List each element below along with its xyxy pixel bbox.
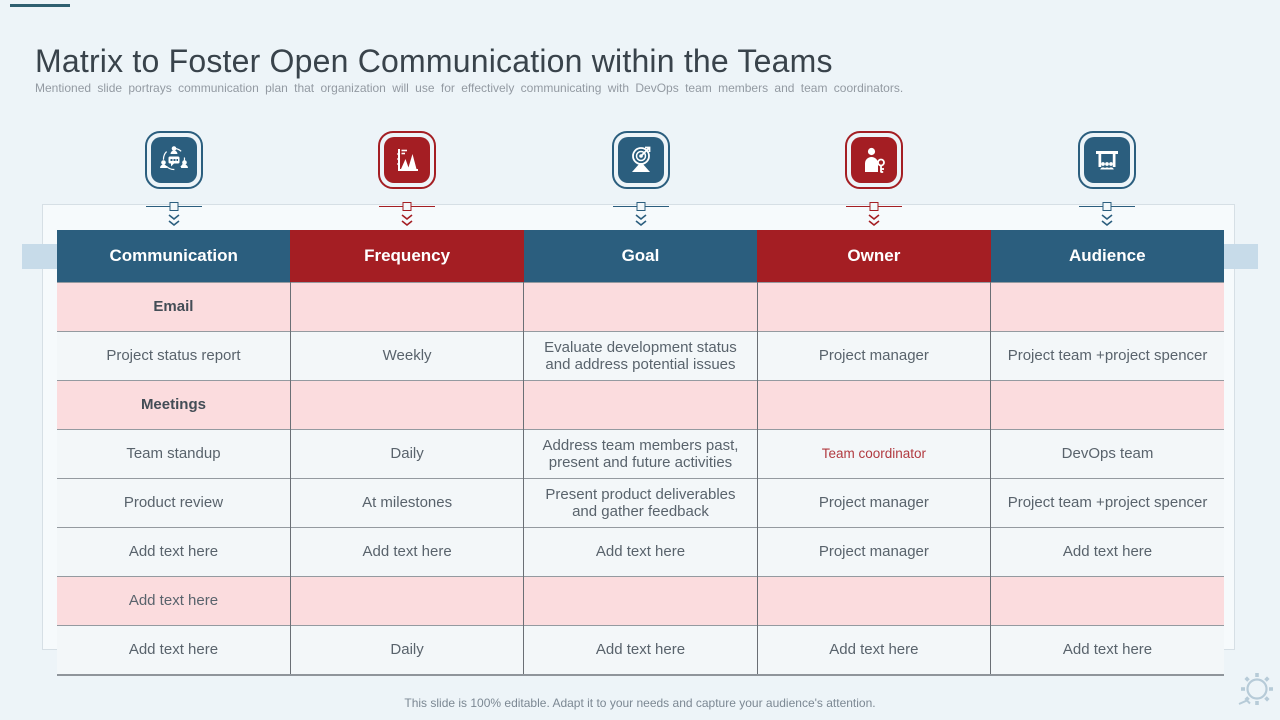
table-cell: Evaluate development status and address … — [523, 331, 758, 381]
table-cell — [290, 380, 525, 430]
table-cell: Project manager — [757, 331, 992, 381]
table-cell — [523, 380, 758, 430]
table-cell: Project status report — [57, 331, 291, 381]
table-cell: Add text here — [57, 527, 291, 577]
icon-cell-frequency — [290, 131, 523, 231]
goal-target-icon — [611, 131, 670, 189]
footer-note: This slide is 100% editable. Adapt it to… — [404, 696, 876, 710]
column-header-goal: Goal — [523, 230, 758, 283]
table-cell: Add text here — [523, 625, 758, 676]
accent-line — [10, 4, 70, 7]
icon-cell-owner — [757, 131, 990, 231]
chevron-down-icon — [635, 214, 647, 227]
table-cell: Add text here — [523, 527, 758, 577]
table-cell: Add text here — [990, 527, 1224, 577]
audience-presentation-icon — [1078, 131, 1137, 189]
page-subtitle: Mentioned slide portrays communication p… — [35, 81, 904, 95]
table-cell — [757, 576, 992, 626]
table-cell — [990, 576, 1224, 626]
chevron-down-icon — [868, 214, 880, 227]
chevron-down-icon — [401, 214, 413, 227]
frequency-chart-icon — [378, 131, 437, 189]
chevron-down-icon — [1101, 214, 1113, 227]
gear-icon — [1238, 673, 1273, 705]
owner-key-icon — [844, 131, 903, 189]
column-header-frequency: Frequency — [290, 230, 524, 283]
connector-node — [169, 202, 179, 211]
team-communication-icon — [144, 131, 203, 189]
table-cell: Product review — [57, 478, 291, 528]
column-header-owner: Owner — [757, 230, 991, 283]
connector-node — [636, 202, 646, 211]
icon-strip — [57, 131, 1224, 231]
table-cell: Add text here — [57, 625, 291, 676]
table-cell: Project team +project spencer — [990, 331, 1224, 381]
table-cell: Present product deliverables and gather … — [523, 478, 758, 528]
table-cell: Weekly — [290, 331, 525, 381]
table-cell: Project team +project spencer — [990, 478, 1224, 528]
chevron-down-icon — [168, 214, 180, 227]
table-row: Meetings — [57, 380, 1224, 430]
table-cell: Team coordinator — [757, 429, 992, 479]
table-cell — [990, 380, 1224, 430]
table-cell — [523, 576, 758, 626]
page-title: Matrix to Foster Open Communication with… — [35, 43, 833, 80]
table-cell — [990, 282, 1224, 332]
table-cell: Email — [57, 282, 291, 332]
column-header-audience: Audience — [990, 230, 1224, 283]
table-cell: Daily — [290, 625, 525, 676]
table-cell: Address team members past, present and f… — [523, 429, 758, 479]
table-cell: Daily — [290, 429, 525, 479]
table-cell — [757, 282, 992, 332]
icon-cell-goal — [524, 131, 757, 231]
table-cell: Add text here — [57, 576, 291, 626]
table-cell — [290, 282, 525, 332]
table-cell: Add text here — [990, 625, 1224, 676]
table-row: Email — [57, 282, 1224, 332]
icon-cell-audience — [991, 131, 1224, 231]
column-header-communication: Communication — [57, 230, 291, 283]
table-cell: Add text here — [290, 527, 525, 577]
table-cell: Project manager — [757, 478, 992, 528]
table-cell: Add text here — [757, 625, 992, 676]
table-cell — [290, 576, 525, 626]
connector-node — [402, 202, 412, 211]
table-row: Add text here — [57, 576, 1224, 626]
table-cell — [523, 282, 758, 332]
table-cell: At milestones — [290, 478, 525, 528]
connector-node — [869, 202, 879, 211]
icon-cell-communication — [57, 131, 290, 231]
table-cell: Team standup — [57, 429, 291, 479]
table-cell: Project manager — [757, 527, 992, 577]
table-cell: DevOps team — [990, 429, 1224, 479]
connector-node — [1102, 202, 1112, 211]
table-cell — [757, 380, 992, 430]
table-cell: Meetings — [57, 380, 291, 430]
